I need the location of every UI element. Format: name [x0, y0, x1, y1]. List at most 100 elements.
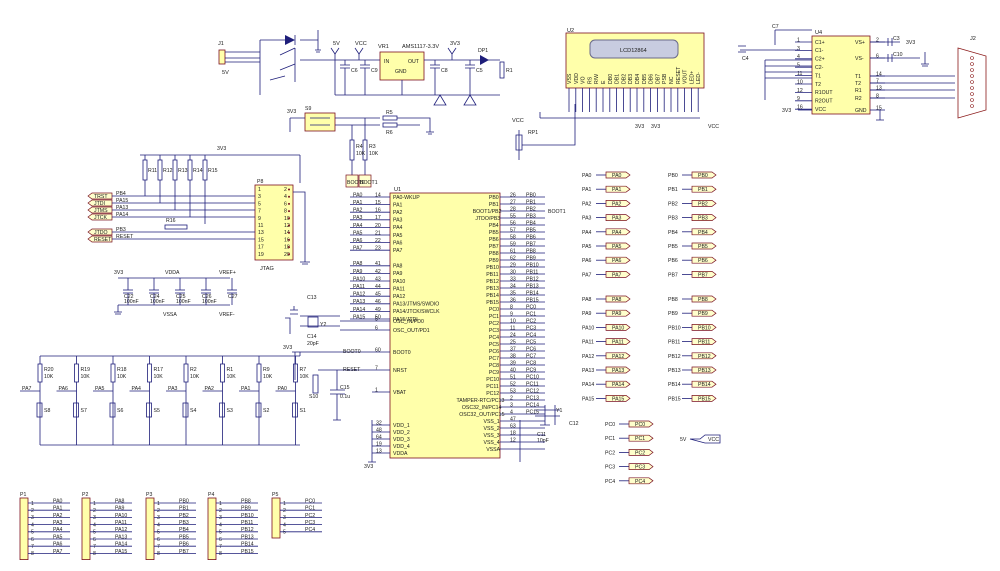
key-switch-ref: S6 [117, 408, 123, 414]
decoupling-cap-val: 100nF [124, 299, 139, 305]
power-input-wires [225, 39, 318, 95]
mcu-right-num: 30 [510, 269, 516, 275]
lcd-pin-label: RS [587, 76, 593, 84]
decoupling-cap-ref: C27 [228, 294, 238, 300]
mcu-right-num: 2 [510, 395, 513, 401]
key-switch [182, 402, 189, 418]
jtag-pin-dot [288, 231, 290, 234]
header-pin-num: 7 [219, 544, 222, 550]
jtag-pin-even: 6 [284, 201, 287, 207]
mcu-right-net: PB2 [526, 206, 536, 212]
mcu-right-name: PC12 [486, 391, 499, 397]
header-pin-num: 4 [219, 522, 222, 528]
key-net-label: PA4 [132, 386, 142, 392]
mcu-left-num: 41 [375, 261, 381, 267]
lcd-vcc-label: VCC [512, 118, 524, 124]
header-pin-num: 4 [93, 522, 96, 528]
jtag-connector-label: JTAG [260, 266, 274, 272]
port-pa2-tap: PA15 [582, 396, 594, 402]
port-pb-pb6-port [691, 256, 717, 264]
port-pb-tap: PB0 [668, 173, 678, 179]
jtag-pin-dot [288, 224, 290, 227]
decoupling-vdda: VDDA [165, 270, 180, 276]
mcu-vdd-label: 3V3 [364, 464, 373, 470]
boot-v33: 3V3 [287, 109, 296, 115]
mcu-right-name: PB1 [489, 202, 499, 208]
decoupling-vref: VREF+ [219, 270, 236, 276]
mcu-vdd-num: 32 [376, 420, 382, 426]
reset-cap [318, 369, 372, 421]
header-pin-net: PB15 [241, 549, 254, 555]
jtag-signal-jtdo-label: JTDO [94, 230, 108, 236]
key-switch [36, 402, 43, 418]
rs232-body [811, 35, 871, 115]
rs232-right-num: 13 [876, 85, 882, 91]
mcu-left-net: PA8 [353, 261, 363, 267]
db9-pin [970, 80, 974, 84]
mcu-left-num: 21 [375, 230, 381, 236]
boot0-net-label: BOOT0 [343, 349, 361, 355]
port-pa2-tap: PA11 [582, 340, 594, 346]
mcu-sys-name: OSC_IN/PD0 [393, 319, 424, 325]
decoupling-cap-ref: C26 [202, 294, 212, 300]
mcu-right-name: OSC32_IN/PC14 [462, 405, 502, 411]
port-pa-tap: PA5 [582, 244, 592, 250]
port-pb-pb4-label: PB4 [698, 230, 708, 236]
mcu-right-name: PB9 [489, 258, 499, 264]
db9-pin [970, 56, 974, 60]
mcu-right-num: 40 [510, 367, 516, 373]
mcu-right-name: VSSA [486, 447, 500, 453]
port-pa2-pa13-port [605, 366, 631, 374]
port-pa2-pa10-port [605, 324, 631, 331]
rs232-left-name: C2+ [815, 57, 825, 63]
header-pin-net: PB5 [179, 534, 189, 540]
mcu-sys-name: NRST [393, 368, 408, 374]
lcd-ground-bus [539, 112, 700, 119]
rs232-right-name: R1 [855, 88, 862, 94]
port-pb2-tap: PB8 [668, 297, 678, 303]
port-pb-pb1-label: PB1 [698, 187, 708, 193]
mcu-left-num: 17 [375, 215, 381, 221]
v5-label: 5V [333, 41, 340, 47]
lcd-pin-label: DB1 [615, 74, 621, 84]
mcu-right-num: 61 [510, 248, 516, 254]
header-pin-net: PB7 [179, 549, 189, 555]
decoupling-v33: 3V3 [114, 270, 123, 276]
cap-c6 [340, 60, 350, 95]
mcu-left-num: 43 [375, 276, 381, 282]
port-pa2-pa9-port [605, 309, 631, 317]
key-switch [219, 402, 225, 418]
rs232-left-name: VCC [815, 107, 826, 113]
port-pb2-pb12-port [691, 352, 717, 360]
rtc-crystal [535, 405, 560, 426]
port-pb2-pb9-port [691, 309, 717, 317]
db9-pin [970, 92, 974, 96]
lcd-pin-label: VOUT [683, 69, 689, 84]
port-pa2-pa8-port [605, 295, 631, 303]
boot-r6-ref: R6 [386, 130, 393, 136]
header-pin-num: 1 [93, 501, 96, 507]
rs232-charge-caps [738, 29, 812, 53]
jtag-signal-jtms-label: JTMS [94, 208, 108, 214]
mcu-right-net: PC15 [526, 409, 539, 415]
mcu-left-net: PA2 [353, 208, 363, 214]
mcu-right-num: 18 [510, 430, 516, 436]
header-pin-net: PB8 [241, 498, 251, 504]
mcu-right-net: PB5 [526, 227, 536, 233]
cap-c5 [465, 60, 475, 95]
mcu-right-num: 52 [510, 381, 516, 387]
mcu-right-net: PC2 [526, 318, 536, 324]
regulator-gnd-pin: GND [395, 69, 407, 75]
port-pa2-pa8-label: PA8 [612, 297, 622, 303]
lcd-v33-b: 3V3 [651, 124, 660, 130]
port-pa2-pa9-label: PA9 [612, 311, 622, 317]
jtag-pullup-bus [140, 154, 301, 183]
port-pa-tap: PA3 [582, 216, 592, 222]
mcu-right-net: PC9 [526, 367, 536, 373]
header-pin-net: PA0 [53, 498, 63, 504]
port-pa-pa4-port [605, 228, 631, 236]
